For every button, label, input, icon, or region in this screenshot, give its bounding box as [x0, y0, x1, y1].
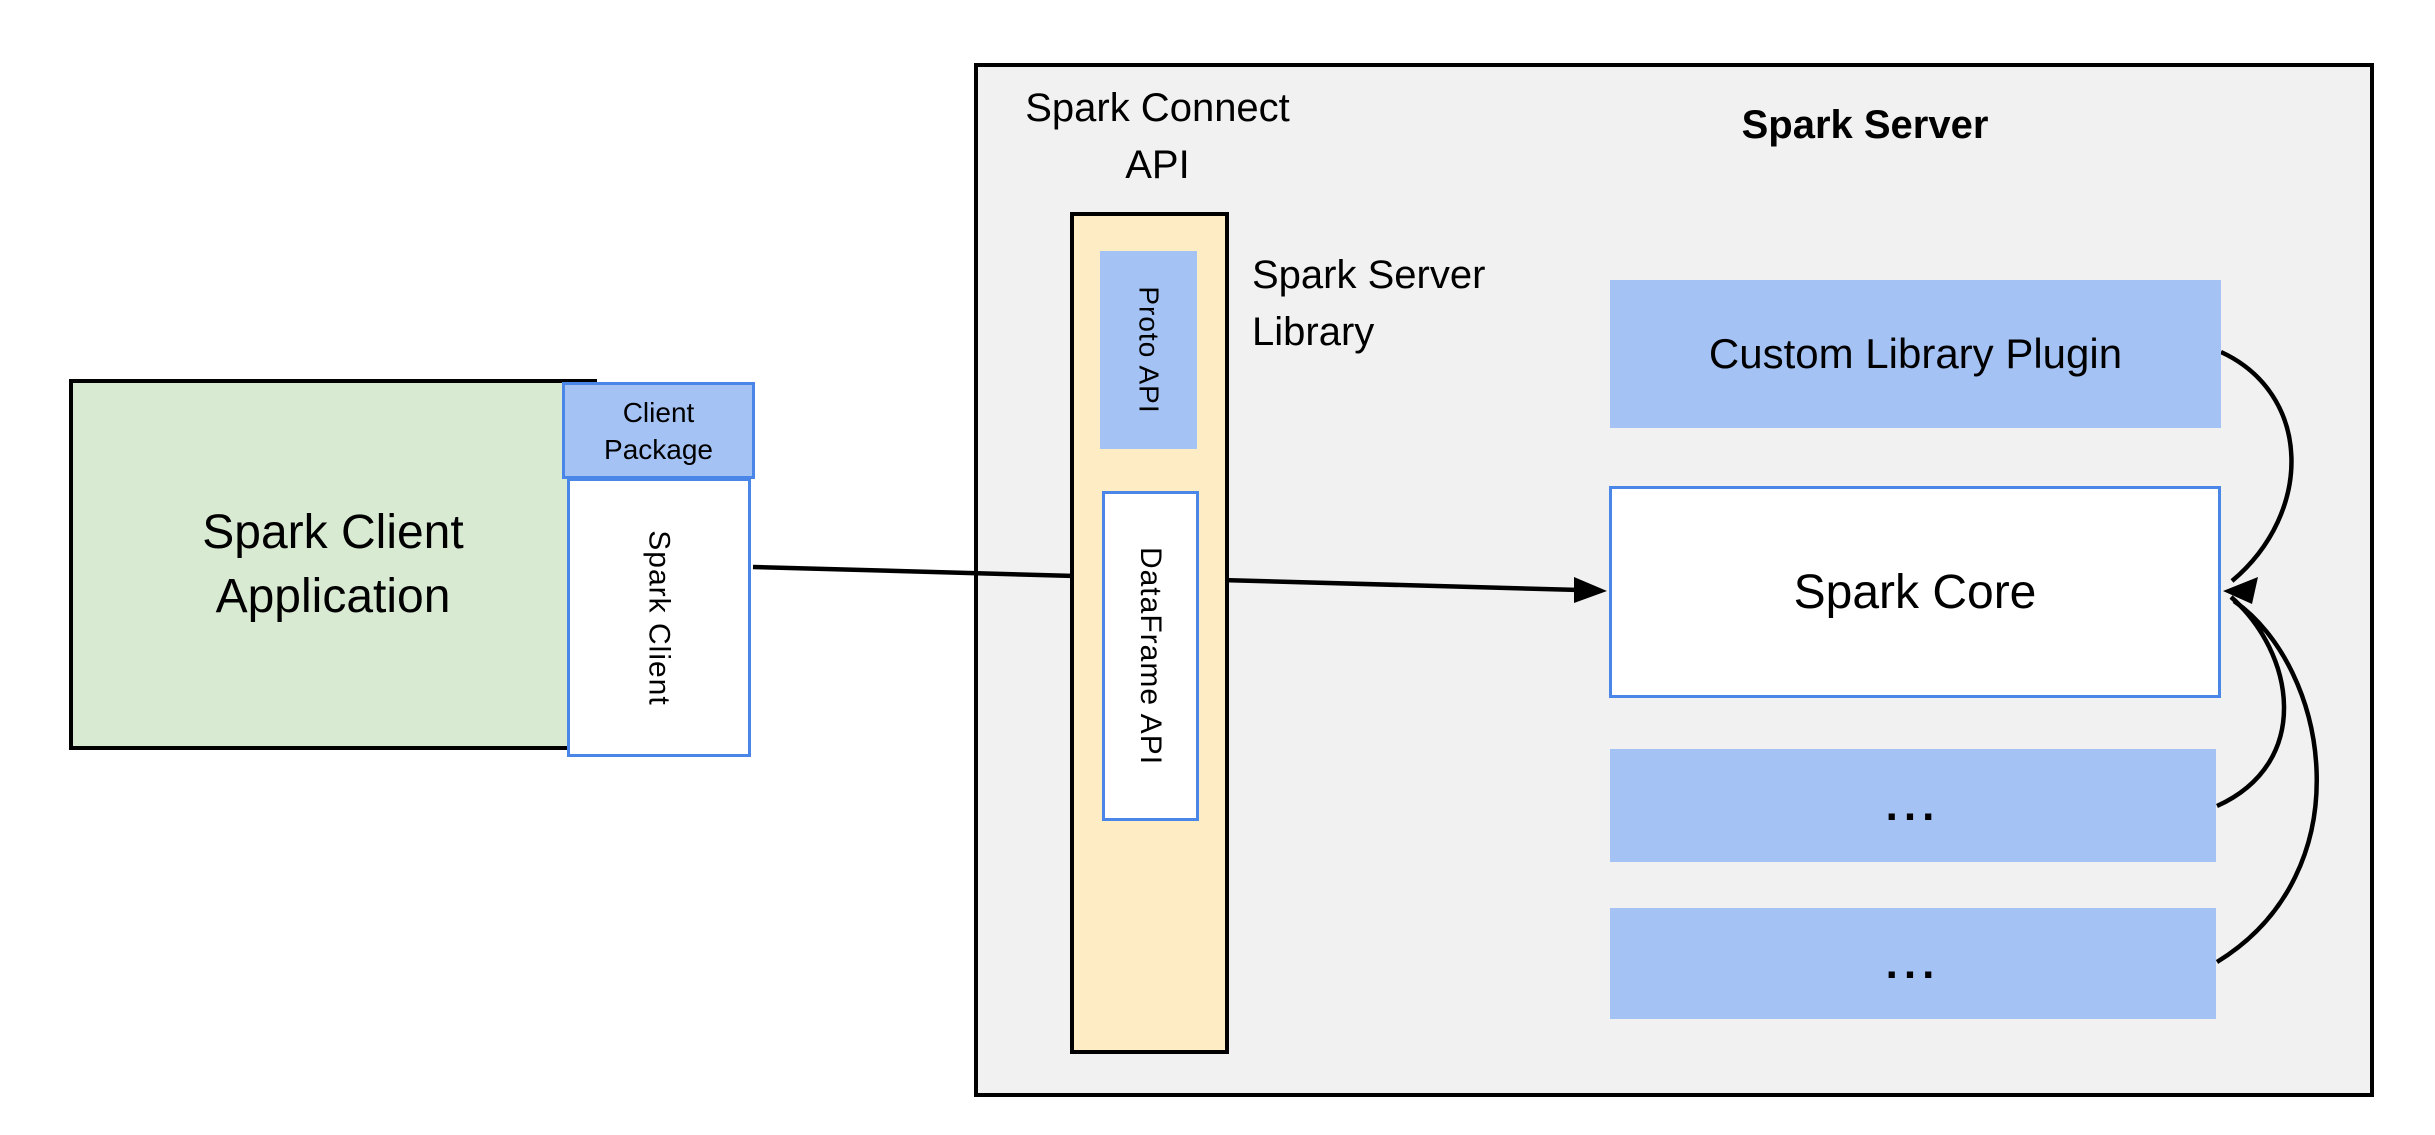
ellipsis-label-1: ... [1885, 780, 1941, 830]
custom-library-plugin-label: Custom Library Plugin [1708, 330, 2123, 377]
spark-server-title: Spark Server [1741, 103, 1989, 147]
spark-server-library-label: Spark Server Library [1252, 253, 1486, 354]
spark-client-box: Spark Client [567, 478, 751, 757]
spark-connect-api-label: Spark Connect API [1025, 86, 1290, 187]
client-package-label: Client Package [604, 396, 713, 465]
ellipsis-label-2: ... [1885, 938, 1941, 988]
proto-api-box: Proto API [1100, 251, 1197, 449]
spark-client-label: Spark Client [643, 529, 676, 706]
spark-core-label: Spark Core [1793, 565, 2037, 619]
spark-client-application-label: Spark Client Application [202, 505, 464, 623]
client-package-box: Client Package [562, 382, 755, 479]
custom-library-plugin-box: Custom Library Plugin [1610, 280, 2221, 428]
other-plugin-box-2: ... [1610, 908, 2216, 1019]
dataframe-api-label: DataFrame API [1134, 546, 1168, 766]
proto-api-label: Proto API [1133, 286, 1165, 414]
spark-core-box: Spark Core [1609, 486, 2221, 698]
spark-client-application-box: Spark Client Application [69, 379, 597, 750]
other-plugin-box-1: ... [1610, 749, 2216, 862]
dataframe-api-box: DataFrame API [1102, 491, 1199, 821]
